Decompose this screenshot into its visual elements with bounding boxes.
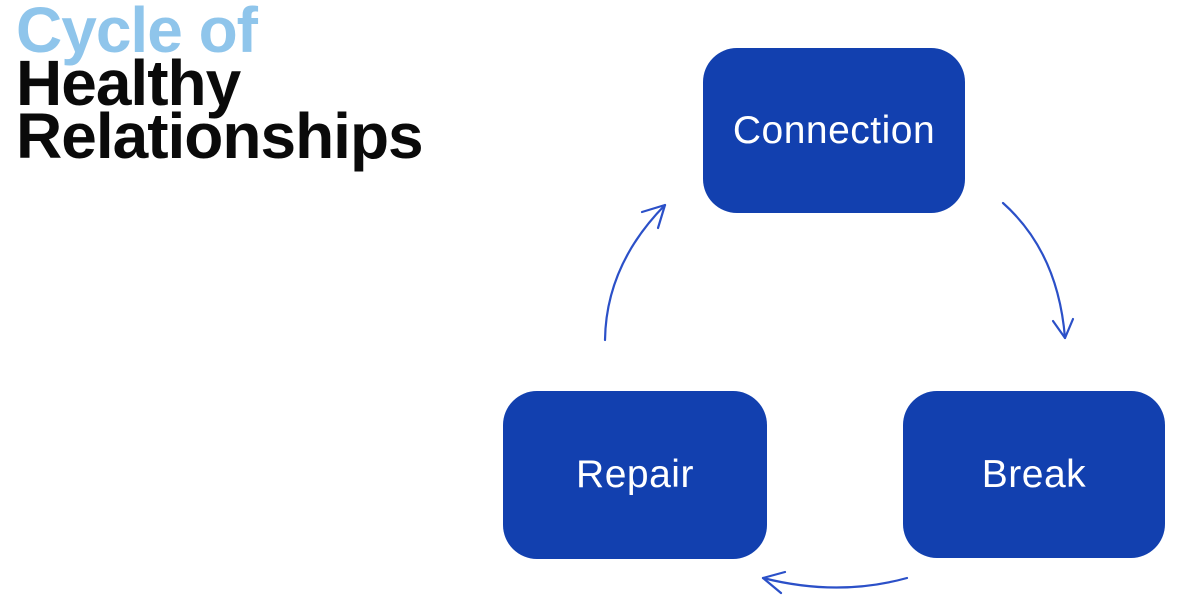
node-repair-label: Repair: [576, 453, 694, 496]
arrow-break-to-repair-curve: [761, 576, 909, 589]
node-repair: Repair: [503, 391, 767, 559]
page-title: Cycle of Healthy Relationships: [16, 0, 424, 172]
node-connection: Connection: [703, 48, 965, 213]
arrow-break-to-repair: [761, 570, 909, 595]
arrow-repair-to-connection: [603, 203, 667, 342]
arrow-repair-to-connection-curve: [603, 203, 667, 342]
arrow-break-to-repair-head-icon: [761, 570, 787, 595]
arrow-connection-to-break-curve: [1001, 201, 1067, 340]
title-main-line-2: Relationships: [16, 100, 424, 172]
title-accent-line: Cycle of: [16, 0, 258, 66]
arrow-connection-to-break: [1001, 201, 1075, 340]
title-main-line-1: Healthy: [16, 47, 241, 119]
arrow-repair-to-connection-head-icon: [640, 203, 667, 230]
node-break-label: Break: [981, 452, 1087, 496]
arrow-connection-to-break-head-icon: [1051, 317, 1075, 340]
node-connection-label: Connection: [732, 108, 936, 152]
node-break: Break: [903, 391, 1165, 558]
